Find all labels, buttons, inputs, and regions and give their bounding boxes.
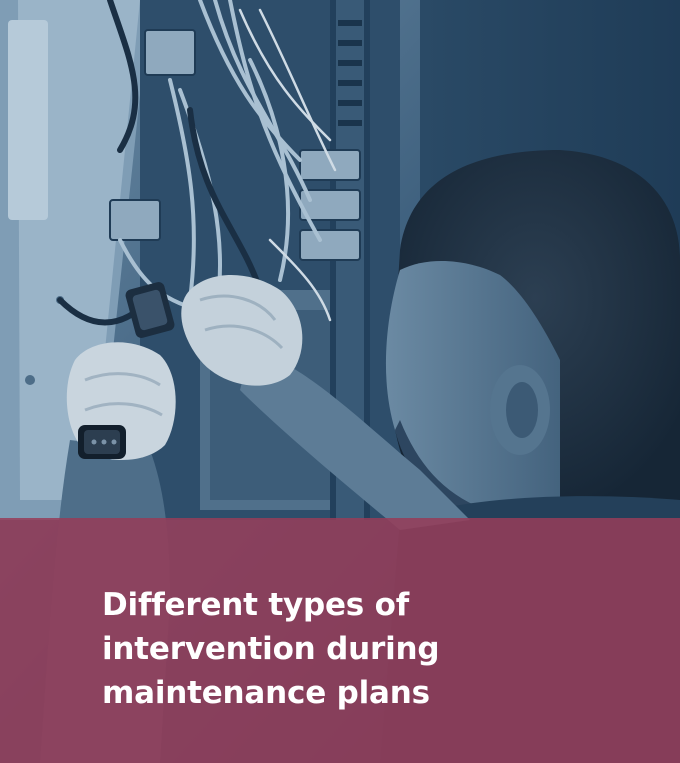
headline-line-3: maintenance plans [102,675,430,711]
headline: Different types of intervention during m… [102,583,602,715]
headline-line-2: intervention during [102,631,440,667]
caption-overlay [0,518,680,763]
headline-line-1: Different types of [102,587,410,623]
